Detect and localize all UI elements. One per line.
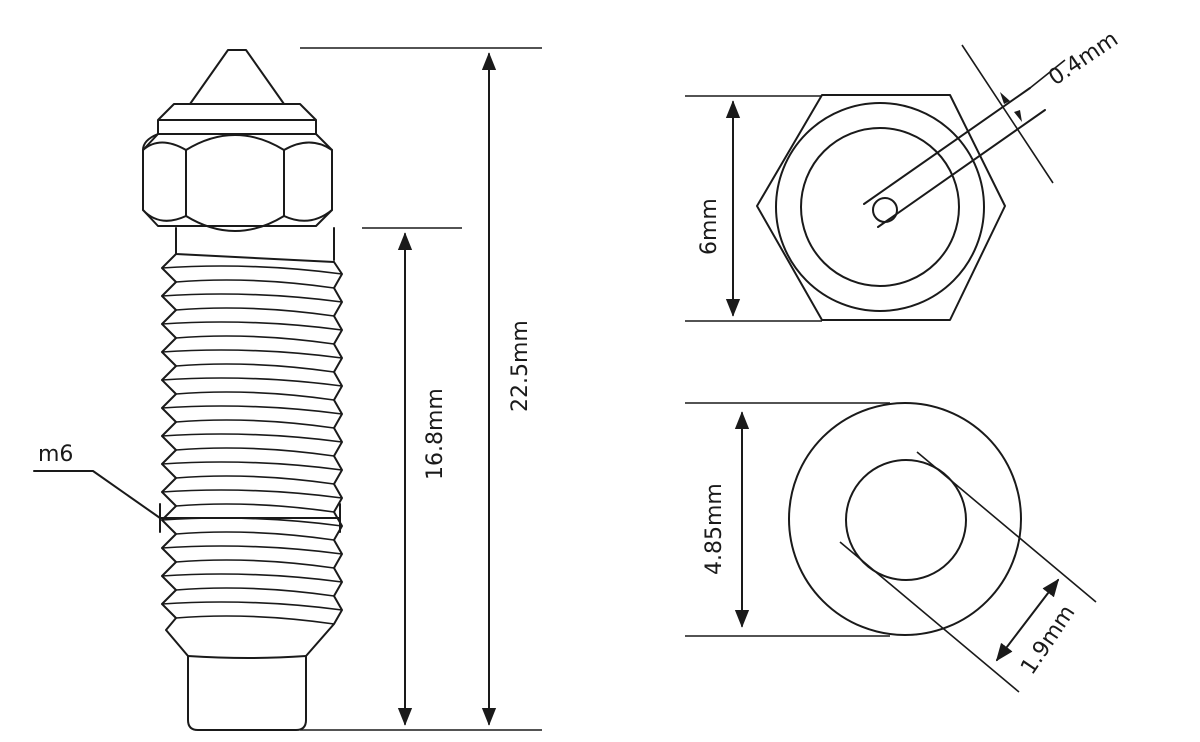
hex-outline <box>756 94 1006 321</box>
inner-ring <box>800 127 960 287</box>
od-extension-lines <box>685 402 890 637</box>
label-total-length: 22.5mm <box>508 320 533 412</box>
nozzle-tip <box>189 49 285 105</box>
hex-extension-lines <box>685 95 822 322</box>
label-thread: m6 <box>38 442 73 467</box>
dimension-arrow-bore <box>995 578 1060 662</box>
orifice-leader <box>863 87 1046 228</box>
nozzle-bottom-stub <box>187 655 307 731</box>
side-view <box>33 47 542 731</box>
orifice-arrowheads <box>1000 92 1022 122</box>
inner-bore-circle <box>845 459 967 581</box>
hex-nut <box>142 133 333 232</box>
bore-tangent-lines <box>839 451 1097 693</box>
outer-ring <box>775 102 985 312</box>
orifice-circle <box>872 197 898 223</box>
label-thread-length: 16.8mm <box>423 388 448 480</box>
top-view <box>685 44 1066 322</box>
label-inner-bore: 1.9mm <box>1016 601 1080 680</box>
label-orifice: 0.4mm <box>1044 27 1123 91</box>
orifice-extension <box>961 44 1066 184</box>
label-outer-diameter: 4.85mm <box>702 483 727 575</box>
outer-diameter-circle <box>788 402 1022 636</box>
thread-section <box>161 253 343 657</box>
bottom-view <box>685 402 1097 693</box>
nozzle-neck <box>175 227 335 263</box>
thread-callout <box>33 470 341 533</box>
label-hex-size: 6mm <box>697 198 722 255</box>
nozzle-collar <box>157 103 317 135</box>
